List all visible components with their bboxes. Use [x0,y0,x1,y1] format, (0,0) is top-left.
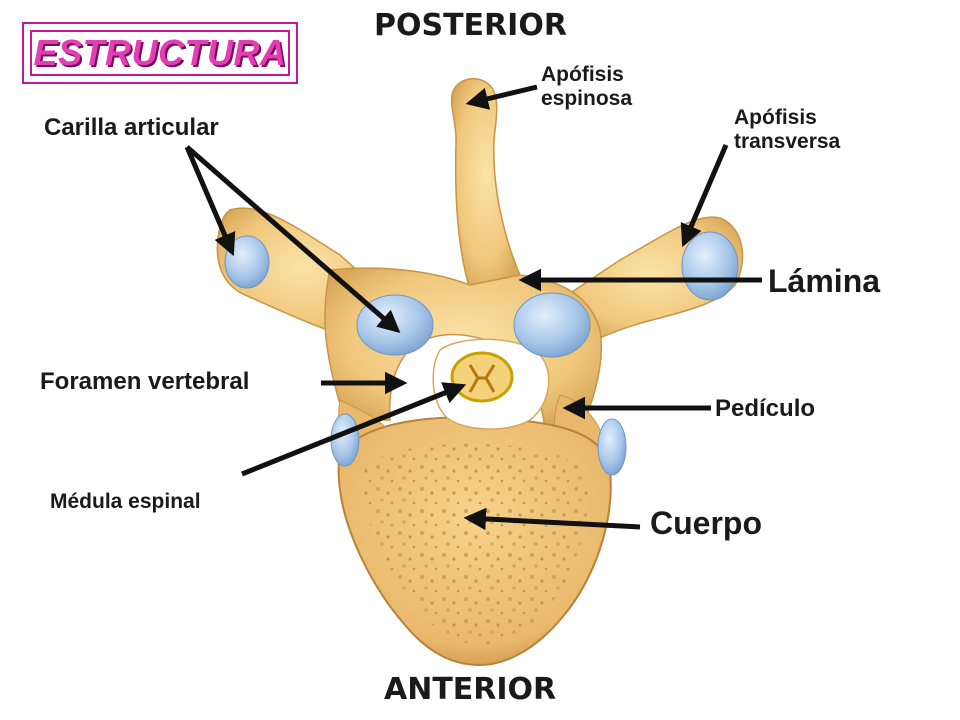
articular-facet-right-mid [513,292,591,358]
diagram-title: ESTRUCTURA [33,32,287,73]
label-apofisis-espinosa: Apófisis espinosa [541,63,632,111]
spinous-process [450,77,522,291]
articular-facet-right-lower [597,418,627,476]
title-frame-inner [30,30,290,76]
label-apofisis-transversa-line1: Apófisis [734,106,817,129]
label-apofisis-espinosa-line2: espinosa [541,87,633,111]
articular-facet-right-upper [681,231,739,301]
arrow-cuerpo [463,507,641,531]
arrow-apofisis-transversa [680,144,729,248]
label-foramen-vertebral: Foramen vertebral [40,368,250,395]
arrow-medula-espinal [241,382,467,477]
label-cuerpo: Cuerpo [650,505,762,541]
label-pediculo: Pedículo [715,395,816,422]
arrow-carilla-articular-2 [185,145,401,333]
label-apofisis-transversa: Apófisis transversa [734,106,840,154]
arrow-apofisis-espinosa [465,84,538,110]
label-apofisis-espinosa-line1: Apófisis [541,63,624,86]
spinal-cord-grey-matter [468,364,496,393]
label-medula-espinal: Médula espinal [50,490,201,513]
label-apofisis-transversa-line2: transversa [734,130,841,154]
articular-facet-left-lower [330,413,360,467]
label-lamina: Lámina [768,263,881,299]
orientation-posterior: POSTERIOR [374,8,567,43]
label-carilla-articular: Carilla articular [44,114,219,141]
articular-facet-left-upper [224,235,270,289]
title-frame: ESTRUCTURA [22,22,298,84]
arrow-carilla-articular-1 [184,146,236,257]
vertebral-body-spongy [362,443,589,645]
orientation-anterior: ANTERIOR [384,672,557,707]
